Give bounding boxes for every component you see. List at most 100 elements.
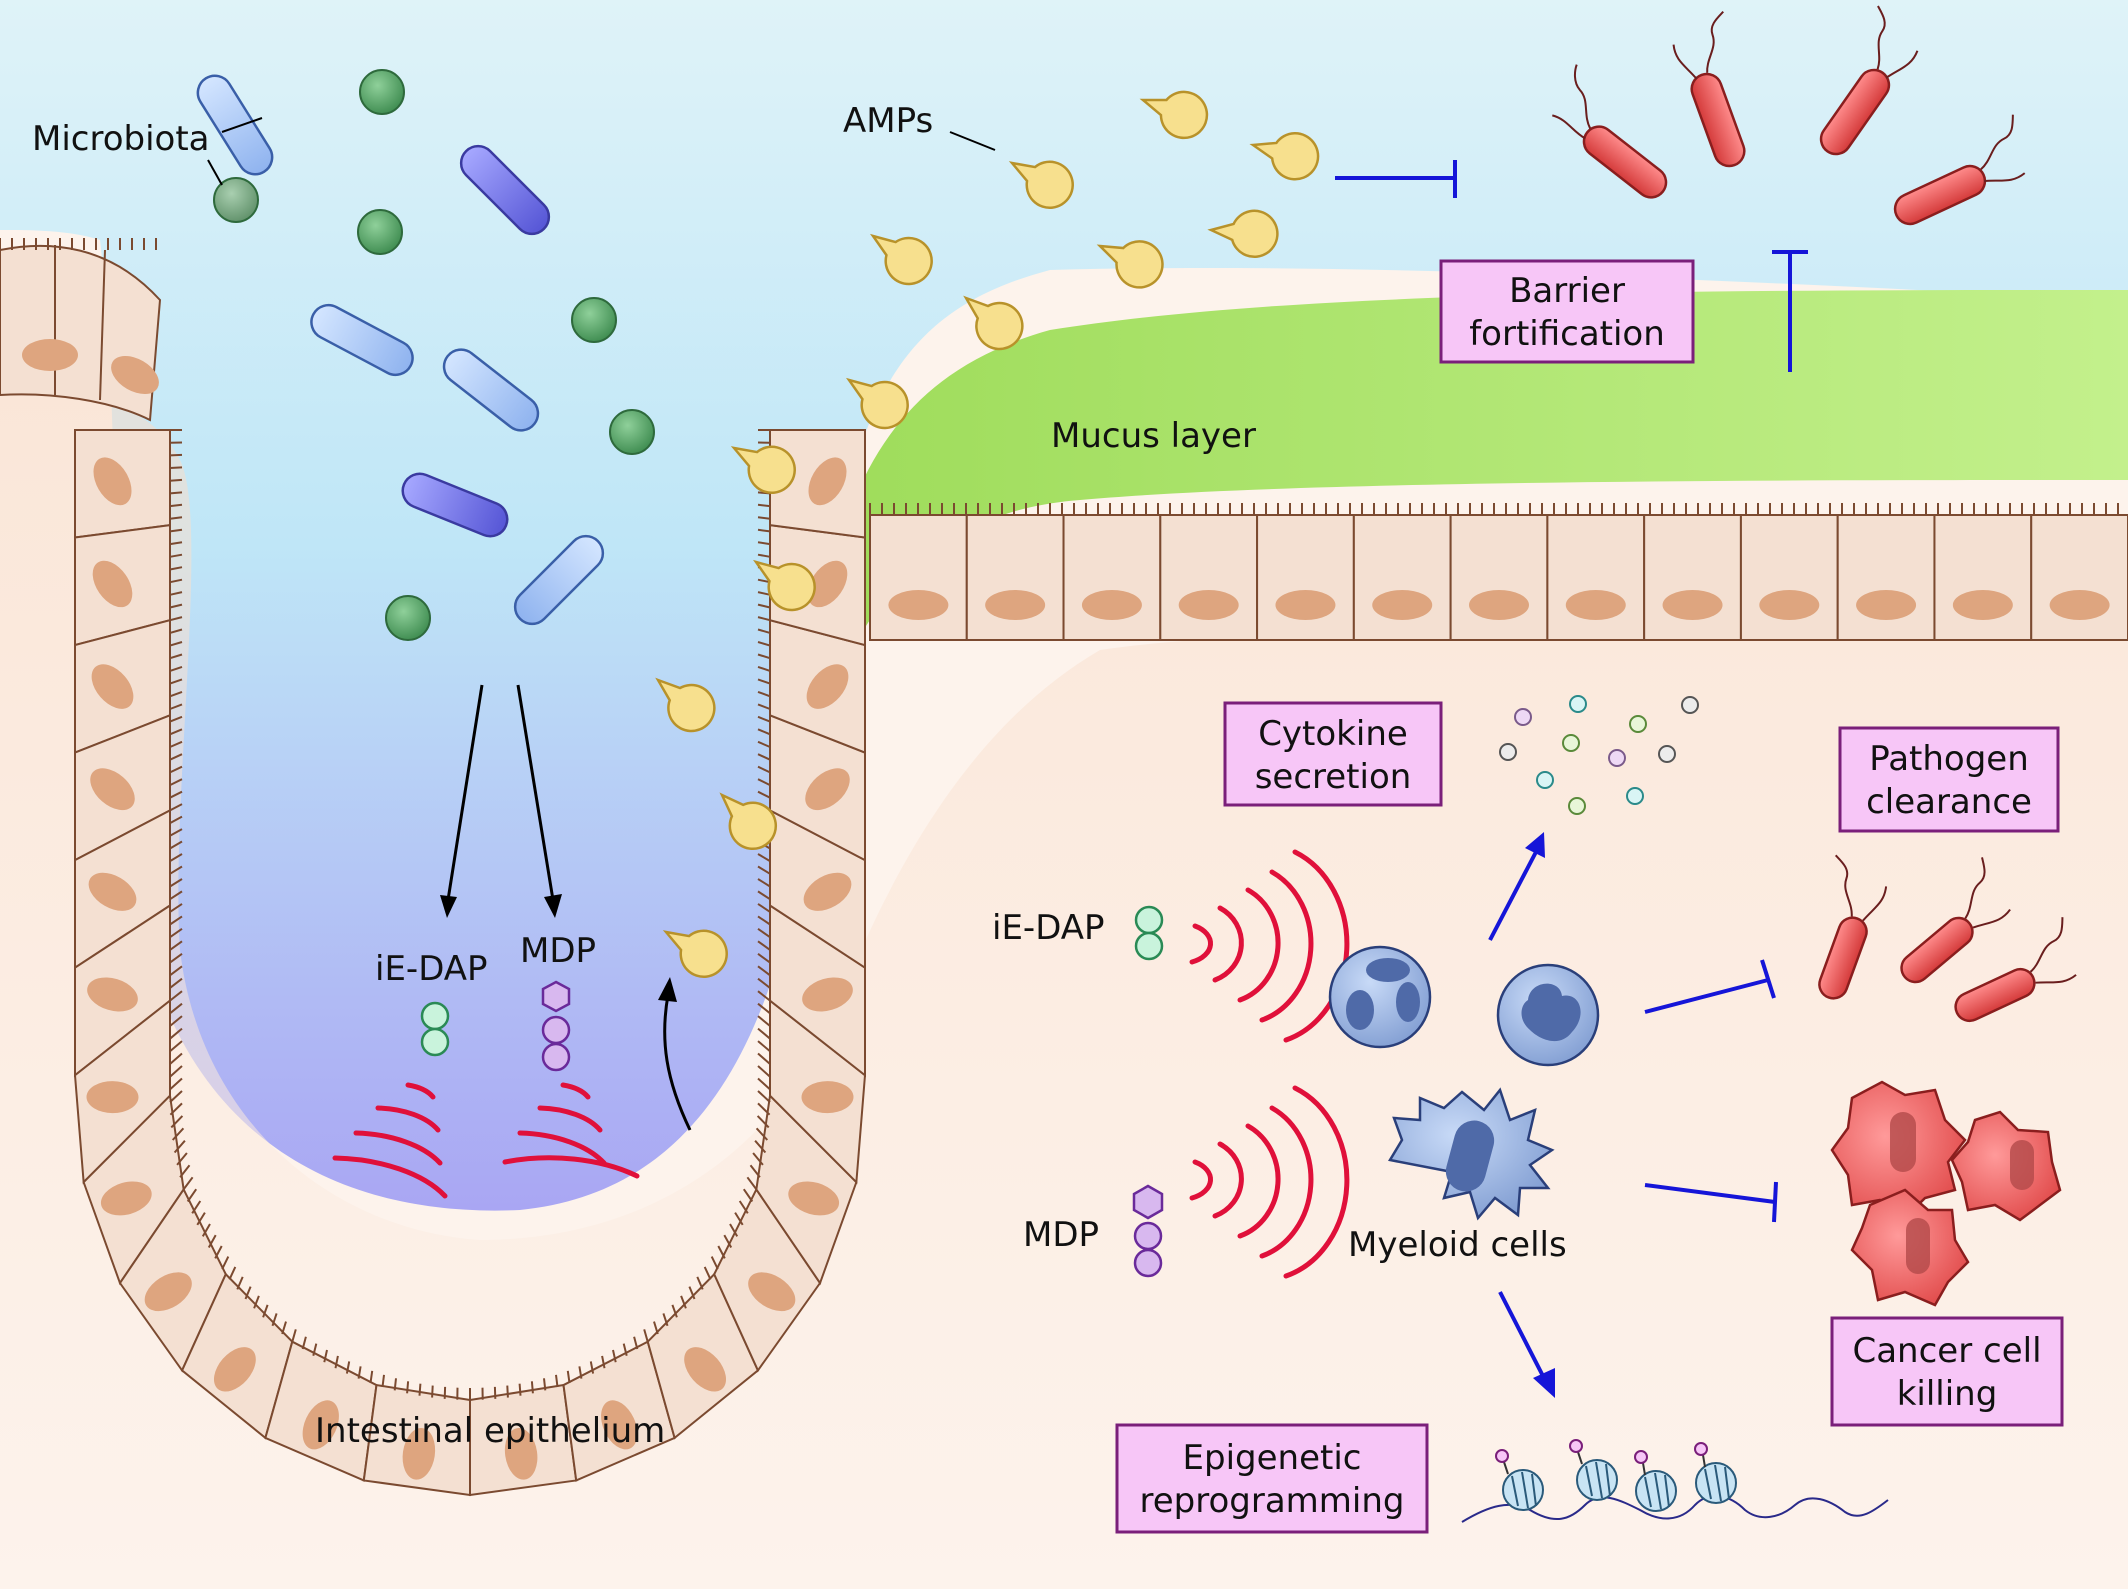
amps-leader-line bbox=[949, 131, 996, 151]
mucus-layer bbox=[810, 290, 2128, 760]
arrowhead bbox=[1533, 1368, 1555, 1398]
crypt-iedap-molecule bbox=[420, 1001, 450, 1057]
cancer-cell-killing-line2: killing bbox=[1897, 1374, 1998, 1414]
epithelial-cell bbox=[965, 514, 1065, 641]
epithelial-cell bbox=[1933, 514, 2033, 641]
arrow-amp-release bbox=[663, 994, 692, 1131]
epithelial-cell bbox=[1643, 514, 1742, 641]
pathogen-group-top bbox=[1552, 5, 2026, 226]
arrow-microbiota-to-mdp bbox=[516, 684, 555, 901]
cell-nucleus bbox=[808, 457, 847, 506]
cell-nucleus bbox=[302, 1400, 339, 1450]
cell-nucleus bbox=[601, 1400, 638, 1450]
epithelial-cell bbox=[1449, 514, 1549, 641]
cell-nucleus bbox=[91, 664, 134, 709]
myeloid-neutrophil bbox=[1328, 945, 1432, 1049]
epithelial-cell bbox=[1062, 514, 1162, 641]
cell-nucleus bbox=[788, 1181, 840, 1216]
pathogen-clearance-box: Pathogen clearance bbox=[1838, 726, 2060, 833]
cell-nucleus bbox=[684, 1347, 727, 1392]
commensal-rod-bacterium bbox=[401, 472, 509, 538]
crypt-mdp-label: MDP bbox=[520, 931, 596, 971]
cell-nucleus bbox=[801, 1081, 854, 1114]
cell-nucleus bbox=[803, 872, 852, 911]
arrowhead bbox=[544, 894, 562, 918]
commensal-coccus bbox=[213, 177, 259, 223]
cell-nucleus bbox=[802, 977, 853, 1012]
epithelial-cell bbox=[1739, 514, 1839, 641]
cancer-killing-inhibition-bar bbox=[1772, 1181, 1778, 1223]
epithelial-cell bbox=[1546, 514, 1646, 641]
cell-nucleus bbox=[1372, 590, 1433, 620]
arrow-to-epigenetic bbox=[1498, 1291, 1547, 1381]
cell-nucleus bbox=[88, 872, 137, 911]
cell-nucleus bbox=[806, 664, 849, 709]
crypt-signal-waves-right bbox=[502, 1082, 640, 1179]
cell-nucleus bbox=[1856, 590, 1917, 620]
arrow-microbiota-to-iedap bbox=[446, 684, 484, 901]
cell-nucleus bbox=[90, 768, 135, 811]
cell-nucleus bbox=[86, 1081, 139, 1114]
cancer-cell bbox=[1850, 1188, 1970, 1307]
epithelial-cell bbox=[1159, 514, 1259, 641]
cancer-cell-killing-box: Cancer cell killing bbox=[1830, 1316, 2064, 1427]
cytokine-secretion-line2: secretion bbox=[1255, 757, 1412, 797]
cell-nucleus bbox=[87, 977, 138, 1012]
commensal-rod-bacterium bbox=[196, 74, 274, 176]
chromatin-nucleosomes bbox=[1461, 1439, 1889, 1523]
arrowhead bbox=[658, 977, 677, 1002]
cell-nucleus bbox=[1662, 590, 1723, 620]
epithelial-cell bbox=[1836, 514, 1936, 641]
cell-nucleus bbox=[92, 560, 133, 608]
right-iedap-molecule bbox=[1134, 905, 1164, 961]
nucleosome bbox=[1634, 1450, 1677, 1512]
right-mdp-label: MDP bbox=[1023, 1215, 1099, 1255]
commensal-coccus bbox=[357, 209, 403, 255]
commensal-rod-bacterium bbox=[513, 534, 605, 626]
pathogen-clearance-inhibition-line bbox=[1644, 978, 1769, 1014]
cell-nucleus bbox=[504, 1427, 538, 1480]
cytokine-secretion-box: Cytokine secretion bbox=[1223, 701, 1443, 807]
microbiota-label: Microbiota bbox=[32, 119, 210, 159]
cell-nucleus bbox=[213, 1347, 256, 1392]
myeloid-cells-label: Myeloid cells bbox=[1348, 1225, 1567, 1265]
pathogen-group-right bbox=[1818, 854, 2077, 1023]
pathogen-bacterium bbox=[1893, 114, 2026, 226]
commensal-rod-bacterium bbox=[442, 348, 540, 432]
cell-nucleus bbox=[1952, 590, 2013, 620]
pathogen-bacterium bbox=[1900, 857, 2011, 984]
tissue-shade bbox=[0, 390, 2128, 1589]
epithelial-cell bbox=[1352, 514, 1452, 641]
pathogen-clearance-line1: Pathogen bbox=[1869, 739, 2029, 779]
microbiota-leader-line bbox=[207, 159, 223, 186]
surface-epithelium bbox=[869, 514, 2128, 641]
cell-nucleus bbox=[1469, 590, 1529, 620]
intestinal-epithelium-label: Intestinal epithelium bbox=[315, 1411, 665, 1451]
epigenetic-reprogramming-line1: Epigenetic bbox=[1183, 1438, 1362, 1478]
nucleosome bbox=[1694, 1442, 1737, 1504]
arrow-to-cytokine bbox=[1488, 849, 1539, 941]
pathogen-bacterium bbox=[1552, 64, 1668, 199]
commensal-rod-bacterium bbox=[459, 144, 551, 236]
cytokine-secretion-line1: Cytokine bbox=[1258, 714, 1408, 754]
right-iedap-signal-waves bbox=[1189, 849, 1350, 1043]
epigenetic-reprogramming-box: Epigenetic reprogramming bbox=[1115, 1423, 1429, 1534]
epithelial-cell bbox=[869, 514, 968, 641]
cancer-killing-inhibition-line bbox=[1644, 1183, 1776, 1204]
epithelial-cell bbox=[1256, 514, 1355, 641]
crypt-epithelium bbox=[73, 429, 867, 1497]
commensal-coccus bbox=[609, 409, 655, 455]
cancer-cell-killing-line1: Cancer cell bbox=[1852, 1331, 2041, 1371]
right-mdp-signal-waves bbox=[1189, 1085, 1350, 1279]
barrier-fortification-line1: Barrier bbox=[1509, 271, 1625, 311]
cell-nucleus bbox=[1275, 590, 1336, 620]
crypt-signal-waves-left bbox=[332, 1082, 448, 1199]
commensal-rod-bacterium bbox=[310, 303, 414, 377]
cell-nucleus bbox=[2049, 590, 2110, 620]
barrier-fortification-box: Barrier fortification bbox=[1439, 259, 1695, 364]
epithelial-cell bbox=[2030, 514, 2128, 641]
right-mdp-molecule bbox=[1132, 1184, 1164, 1278]
barrier-fortification-line2: fortification bbox=[1469, 314, 1665, 354]
